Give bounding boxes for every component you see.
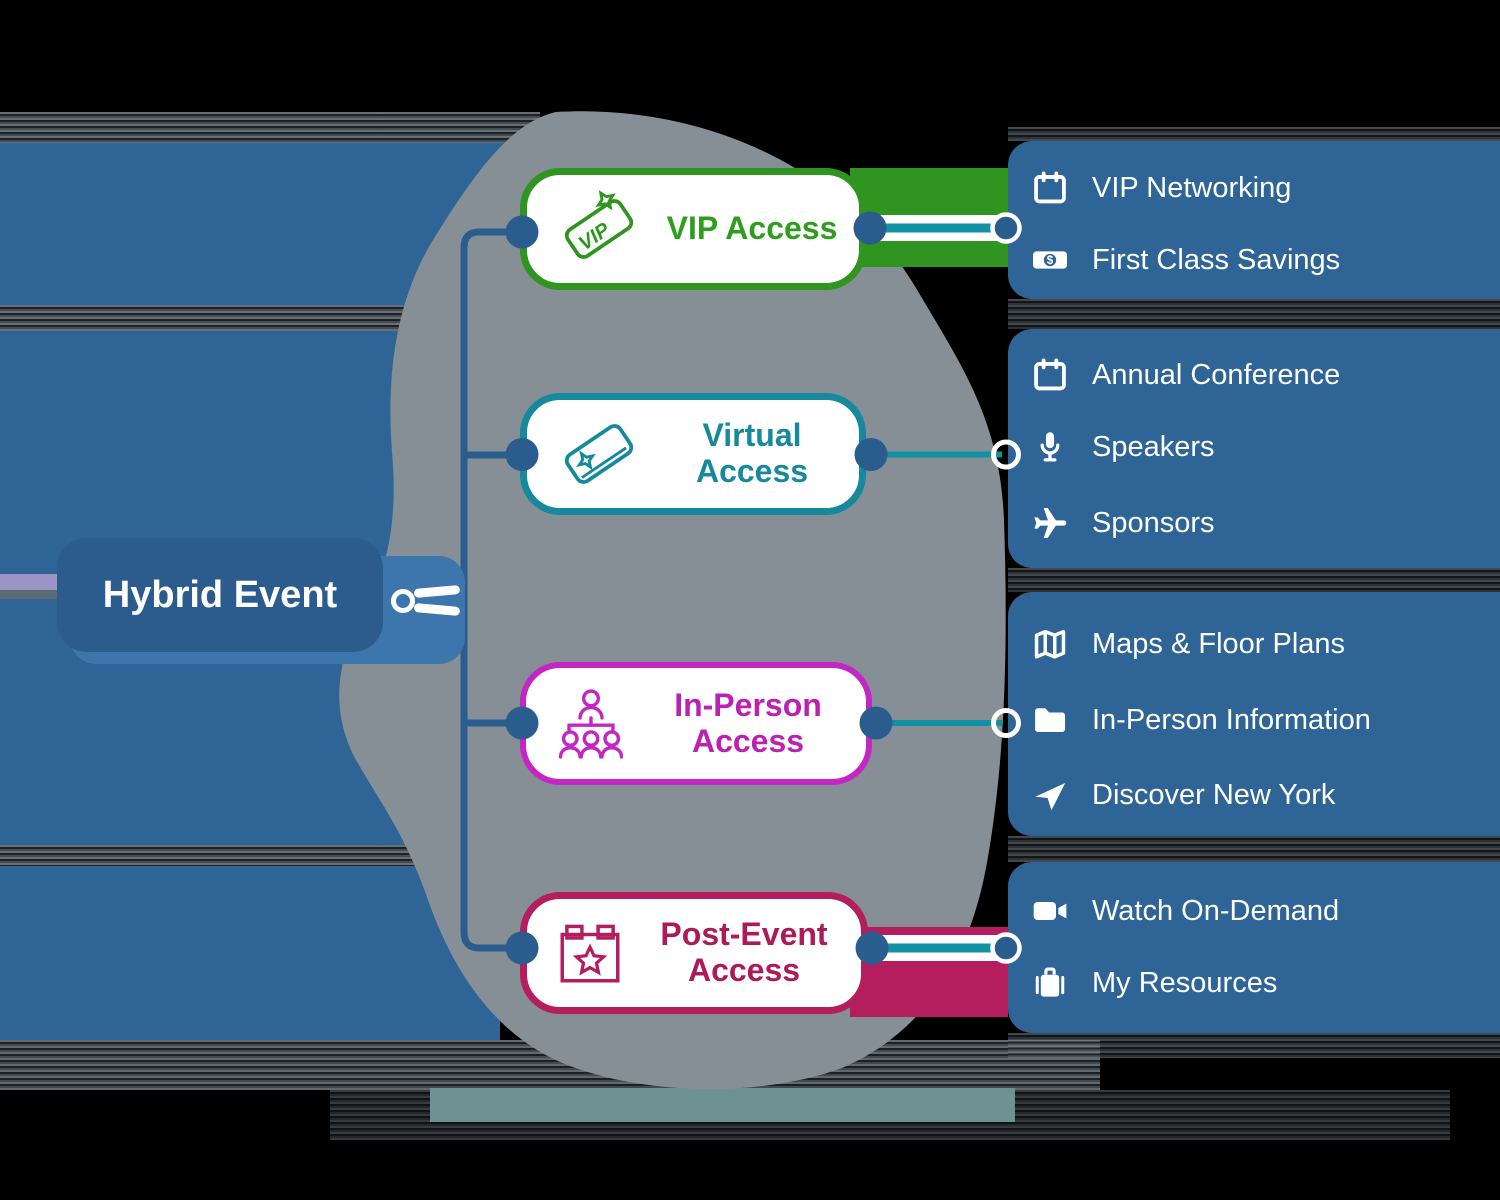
stripe-band <box>1008 299 1500 329</box>
connector-dot <box>505 438 539 471</box>
panel-virtual: Annual Conference Speakers Sponsors <box>1008 329 1500 568</box>
stripe-band <box>1008 836 1500 862</box>
panel-item-first-class-savings[interactable]: $ First Class Savings <box>1030 238 1340 282</box>
node-postevent-access[interactable]: Post-Event Access <box>520 892 868 1014</box>
connector-dot <box>990 932 1022 964</box>
panel-item-annual-conference[interactable]: Annual Conference <box>1030 353 1340 397</box>
connector-dot <box>855 931 889 965</box>
node-hybrid-event[interactable]: Hybrid Event <box>57 538 383 652</box>
people-group-icon <box>552 685 630 763</box>
stripe-band <box>0 112 540 143</box>
connector-ring <box>991 708 1021 738</box>
expand-indicator-icon[interactable] <box>391 585 461 616</box>
node-title: Post-Event Access <box>660 916 828 988</box>
stripe-band <box>0 845 420 866</box>
panel-item-watch-on-demand[interactable]: Watch On-Demand <box>1030 889 1339 933</box>
stripe-band <box>1008 127 1500 141</box>
vip-ticket-icon: VIP <box>553 183 645 275</box>
calendar-icon <box>1030 355 1070 395</box>
node-title: Virtual Access <box>695 417 809 489</box>
panel-item-discover-new-york[interactable]: Discover New York <box>1030 773 1335 817</box>
airplane-icon <box>1030 503 1070 543</box>
connector-dot <box>859 706 893 740</box>
gray-stripe <box>0 590 58 599</box>
connector-dot <box>505 215 539 249</box>
calendar-star-icon <box>553 916 627 990</box>
connector-dot <box>505 706 539 740</box>
connector-dot <box>505 931 539 965</box>
microphone-icon <box>1030 427 1070 467</box>
panel-item-maps-floor-plans[interactable]: Maps & Floor Plans <box>1030 622 1345 666</box>
node-title: VIP Access <box>666 210 838 247</box>
panel-item-inperson-information[interactable]: In-Person Information <box>1030 698 1371 742</box>
panel-item-speakers[interactable]: Speakers <box>1030 425 1215 469</box>
panel-item-my-resources[interactable]: My Resources <box>1030 961 1277 1005</box>
root-title: Hybrid Event <box>102 573 338 616</box>
svg-text:$: $ <box>1047 254 1054 267</box>
connector-dot <box>990 212 1022 244</box>
lavender-stripe <box>0 574 58 590</box>
node-inperson-access[interactable]: In-Person Access <box>520 662 872 785</box>
panel-postevent: Watch On-Demand My Resources <box>1008 862 1500 1033</box>
panel-item-sponsors[interactable]: Sponsors <box>1030 501 1215 545</box>
panel-inperson: Maps & Floor Plans In-Person Information… <box>1008 592 1500 836</box>
connector-dot <box>853 211 887 245</box>
stripe-band <box>1008 568 1500 592</box>
calendar-icon <box>1030 168 1070 208</box>
panel-vip: VIP Networking $ First Class Savings <box>1008 141 1500 299</box>
connector-dot <box>854 438 888 471</box>
luggage-icon <box>1030 963 1070 1003</box>
navigation-icon <box>1030 775 1070 815</box>
node-title: In-Person Access <box>674 686 822 759</box>
folder-icon <box>1030 700 1070 740</box>
connector-ring <box>991 439 1021 470</box>
stripe-band <box>1008 1033 1500 1058</box>
map-icon <box>1030 624 1070 664</box>
video-camera-icon <box>1030 891 1070 931</box>
cash-icon: $ <box>1030 240 1070 280</box>
panel-item-vip-networking[interactable]: VIP Networking <box>1030 166 1291 210</box>
virtual-ticket-icon <box>553 408 645 500</box>
background-band-bottom <box>0 866 500 1040</box>
blob-shadow-band <box>430 1088 1015 1122</box>
